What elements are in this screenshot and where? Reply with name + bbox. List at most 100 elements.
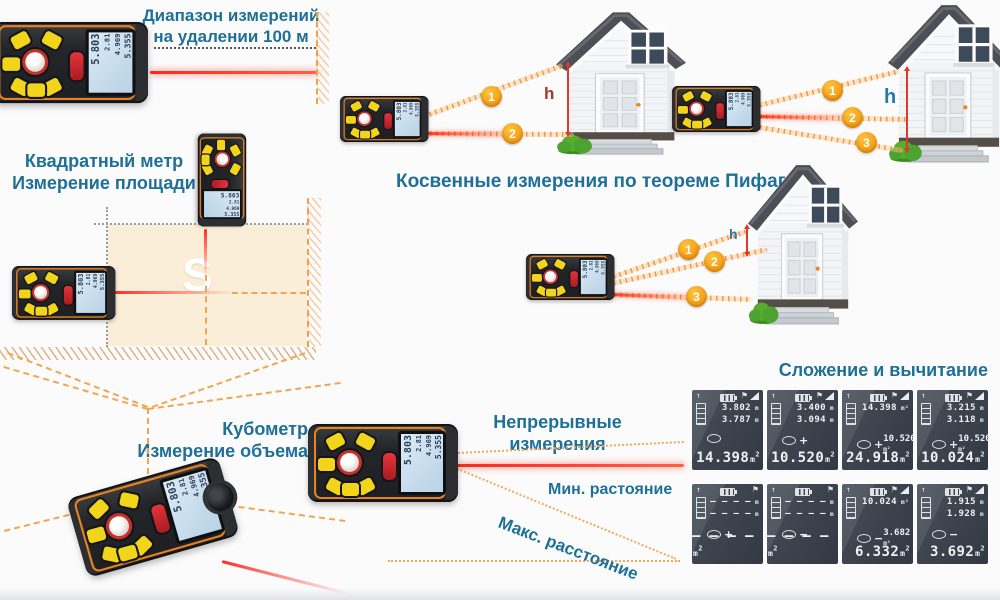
lcd-line: 5.803 bbox=[90, 33, 102, 65]
device-reference-icon bbox=[696, 497, 706, 519]
laser-device: 5.803 2.81 4.969 5.355 bbox=[672, 86, 761, 133]
laser-device: 5.803 2.81 4.969 5.355 bbox=[66, 455, 240, 579]
house-wall-shade bbox=[842, 223, 849, 302]
memory-oval-icon bbox=[707, 530, 721, 539]
lcd-readings: 5.803 2.81 4.969 5.355 bbox=[581, 260, 606, 294]
laser-flag-icon: ⚑ bbox=[751, 485, 759, 494]
operator-row: +10.520 m² bbox=[932, 434, 988, 454]
house bbox=[888, 0, 1000, 164]
result-value: – – – –m2 bbox=[692, 528, 754, 558]
keypad-button bbox=[38, 27, 66, 54]
lcd-line: 2.81 bbox=[86, 273, 92, 286]
keypad-button bbox=[42, 269, 61, 287]
keypad-button bbox=[227, 142, 244, 159]
keypad-button bbox=[352, 429, 379, 454]
keypad-button bbox=[690, 119, 704, 130]
lcd-line: 4.969 bbox=[594, 260, 600, 273]
operand-value: 10.520 m² bbox=[958, 434, 988, 453]
operator-sign: + bbox=[799, 434, 809, 447]
continuous-title: Непрерывные измерения bbox=[493, 412, 622, 454]
battery-icon bbox=[720, 488, 737, 496]
keypad-button bbox=[530, 272, 544, 283]
reference-arrow-icon: ↑ bbox=[696, 391, 701, 400]
room-corner-edge bbox=[147, 408, 149, 494]
area-label: Квадратный метр Измерение площади bbox=[8, 151, 200, 195]
operator-sign: − bbox=[949, 528, 959, 541]
measurement-lines: – – – – m– – – – m bbox=[710, 497, 759, 520]
range-label-line2: на удалении 100 м bbox=[153, 26, 309, 46]
measurement-value: 10.024 m² bbox=[862, 497, 909, 507]
laser-device: 5.803 2.81 4.969 5.355 bbox=[526, 254, 615, 301]
measurement-value: – – – – m bbox=[710, 508, 759, 519]
lcd-line: 4.969 bbox=[740, 92, 746, 105]
house bbox=[748, 158, 858, 326]
result-value: 6.332m2 bbox=[855, 544, 910, 560]
memory-oval-icon bbox=[782, 530, 796, 539]
laser-flag-icon: ⚑ bbox=[965, 391, 973, 400]
battery-icon bbox=[795, 394, 812, 402]
house-foundation bbox=[898, 137, 1000, 147]
keypad-button bbox=[6, 27, 35, 54]
keypad-button bbox=[344, 114, 358, 125]
area-label-line2: Измерение площади bbox=[12, 172, 196, 193]
device-lcd: 5.803 2.81 4.969 5.355 bbox=[76, 272, 106, 313]
operator-sign: + bbox=[724, 528, 734, 541]
keypad-button bbox=[316, 456, 337, 473]
device-end-cap bbox=[308, 426, 317, 500]
device-end-cap bbox=[340, 97, 346, 141]
laser-meter-illustration: 5.803 2.81 4.969 5.355 bbox=[526, 254, 615, 301]
keypad-center-button bbox=[690, 103, 703, 115]
pythagoras-title: Косвенные измерения по теореме Пифагора bbox=[396, 171, 820, 192]
device-end-cap bbox=[107, 267, 116, 319]
reference-arrow-icon: ↑ bbox=[846, 391, 851, 400]
laser-signal-icon: ⚑ bbox=[966, 485, 984, 494]
beam-number-badge: 1 bbox=[678, 239, 699, 260]
result-value: 10.024m2 bbox=[921, 450, 985, 466]
house-illustration bbox=[556, 12, 686, 155]
result-value: 24.918m2 bbox=[846, 450, 910, 466]
device-screen: 5.803 2.81 4.969 5.355 bbox=[398, 431, 446, 495]
house-roof bbox=[888, 5, 1000, 70]
device-screen: 5.803 2.81 4.969 5.355 bbox=[74, 270, 108, 315]
keypad-center-button bbox=[358, 113, 371, 125]
volume-label-line1: Кубометр bbox=[222, 419, 308, 439]
device-keypad bbox=[17, 269, 75, 318]
device-screen: 5.803 2.81 4.969 5.355 bbox=[725, 90, 754, 128]
laser-beam bbox=[150, 71, 318, 74]
device-keypad bbox=[199, 138, 244, 190]
device-end-cap bbox=[607, 255, 615, 299]
operand-value: 3.682 m² bbox=[883, 528, 911, 547]
result-value: – – – –m2 bbox=[767, 528, 829, 558]
device-lcd: 5.803 2.81 4.969 5.355 bbox=[401, 434, 443, 492]
laser-dashed-continuation bbox=[205, 275, 207, 345]
operator-sign: − bbox=[799, 528, 809, 541]
measure-button bbox=[383, 111, 394, 131]
reference-arrow-icon: ↑ bbox=[771, 485, 776, 494]
lcd-line: 4.969 bbox=[226, 205, 240, 211]
keypad-button bbox=[676, 104, 690, 115]
range-label-line1: Диапазон измерений bbox=[142, 6, 320, 25]
lcd-readings: 5.803 2.81 4.969 5.355 bbox=[77, 273, 105, 313]
measurement-value: 1.915 m bbox=[946, 497, 984, 507]
laser-flag-icon: ⚑ bbox=[965, 485, 973, 494]
operator-row: −3.682 m² bbox=[857, 528, 911, 548]
area-label-line1: Квадратный метр bbox=[24, 151, 184, 171]
laser-meter-illustration: 5.803 2.81 4.969 5.355 bbox=[0, 22, 148, 104]
reference-arrow-icon: ↑ bbox=[921, 391, 926, 400]
lcd-panel: ↑⚑– – – – m– – – – m−– – – –m2 bbox=[767, 484, 838, 564]
measurement-value: – – – – m bbox=[710, 497, 759, 507]
height-label: h bbox=[544, 84, 555, 103]
lcd-line: 5.803 bbox=[77, 273, 85, 295]
laser-signal-icon: ⚑ bbox=[827, 485, 834, 494]
height-arrow bbox=[744, 224, 750, 257]
volume-label-line2: Измерение объема bbox=[137, 440, 308, 461]
measurement-value: 1.928 m bbox=[946, 508, 984, 519]
height-label: h bbox=[729, 226, 738, 242]
lcd-line: 2.81 bbox=[403, 102, 408, 113]
keypad-button bbox=[552, 256, 568, 272]
keypad-button bbox=[698, 88, 714, 104]
bush bbox=[557, 134, 592, 155]
